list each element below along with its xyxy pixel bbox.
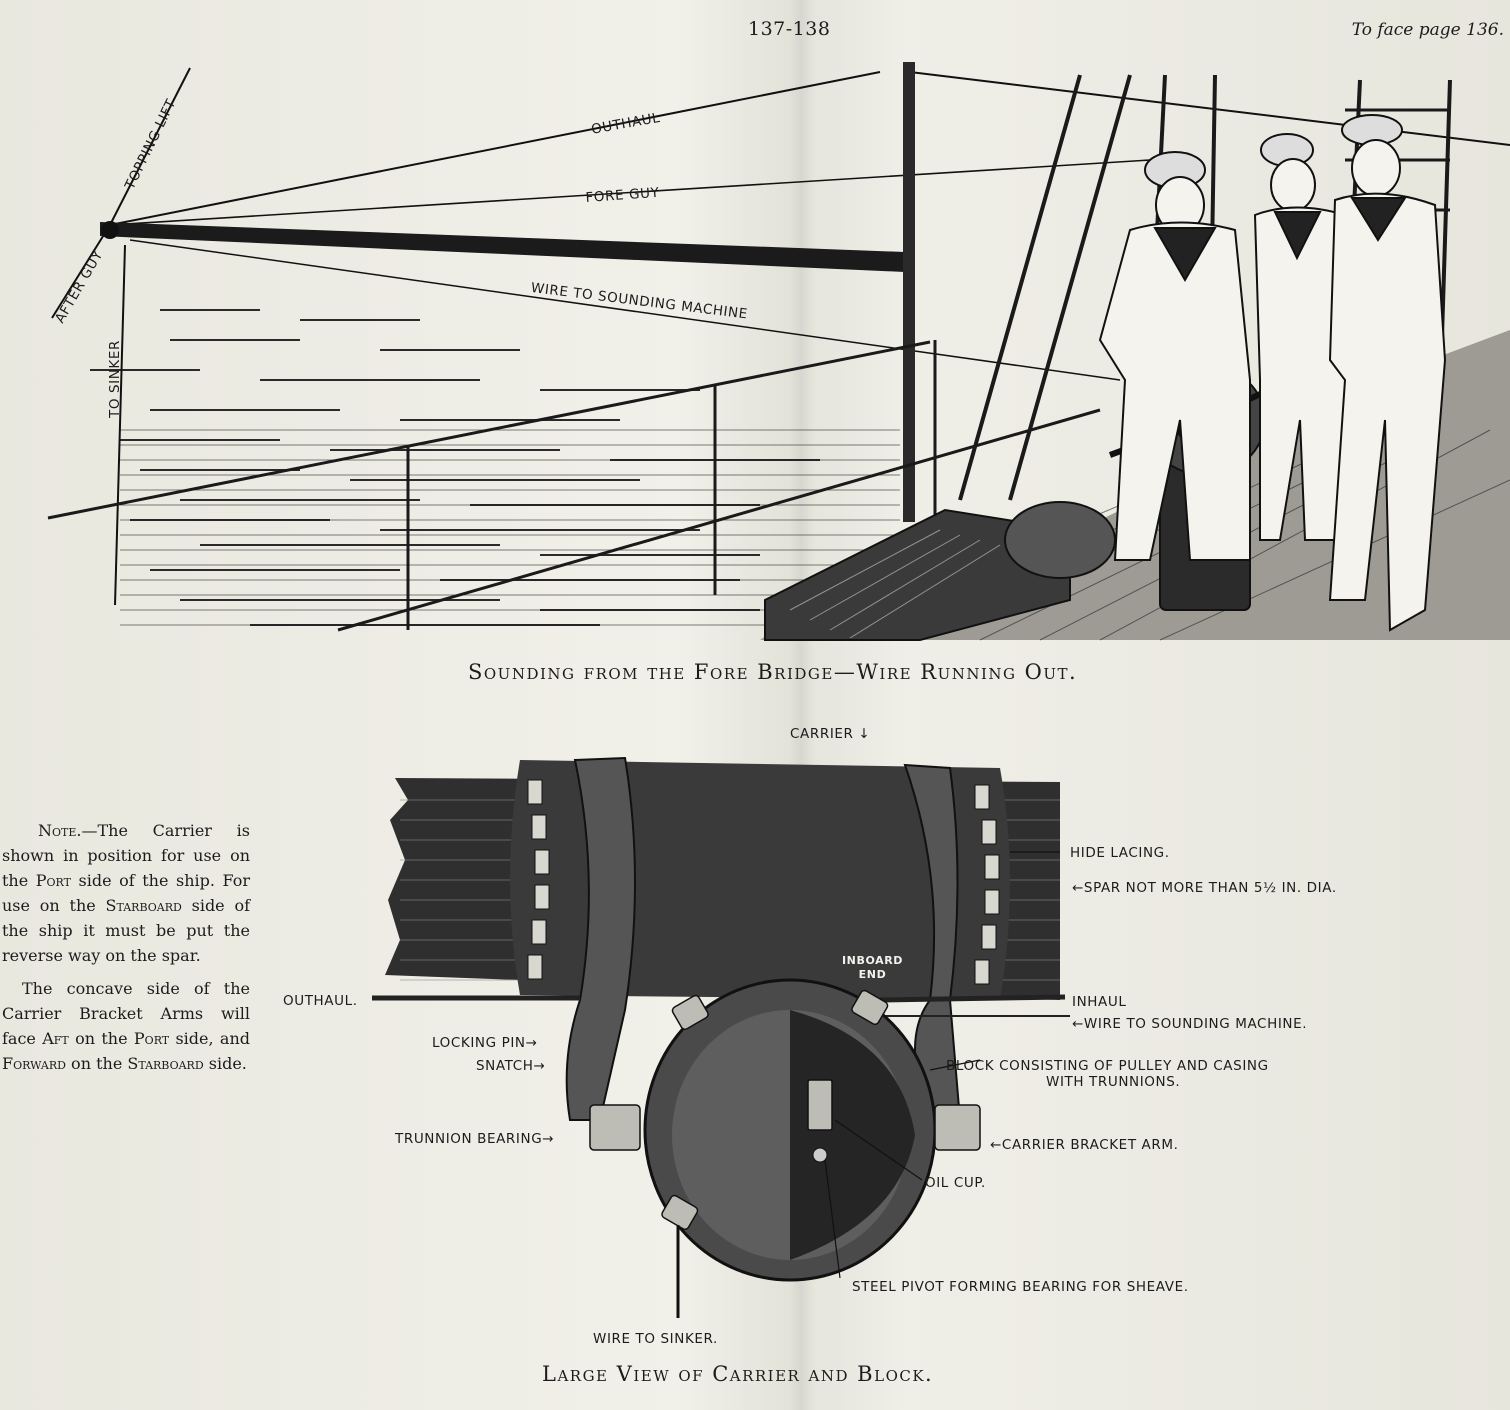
note-text: The concave side of the Carrier Bracket … xyxy=(2,979,250,1048)
sounding-machine-box xyxy=(764,508,1071,641)
note-text: side. xyxy=(203,1054,247,1073)
carrier-note: Note.—The Carrier is shown in position f… xyxy=(2,818,250,1084)
note-text: side, and xyxy=(169,1029,250,1048)
note-text: on the xyxy=(65,1054,128,1073)
label-trunnion-bearing: TRUNNION BEARING→ xyxy=(395,1131,555,1147)
sailor-right xyxy=(1328,114,1447,632)
note-starboard: Starboard xyxy=(105,896,182,915)
label-hide-lacing: HIDE LACING. xyxy=(1070,845,1170,861)
label-steel-pivot: STEEL PIVOT FORMING BEARING FOR SHEAVE. xyxy=(852,1279,1189,1295)
note-paragraph-2: The concave side of the Carrier Bracket … xyxy=(2,976,250,1076)
label-wire-to-sinker: WIRE TO SINKER. xyxy=(593,1331,718,1347)
note-lead: Note. xyxy=(38,821,82,840)
label-inhaul: INHAUL xyxy=(1072,994,1127,1010)
page-number: 137-138 xyxy=(748,18,831,40)
bridge-stanchion xyxy=(903,62,915,522)
label-snatch: SNATCH→ xyxy=(476,1058,546,1074)
label-spar-diameter: ←SPAR NOT MORE THAN 5½ IN. DIA. xyxy=(1072,880,1337,896)
sailor-middle xyxy=(1253,133,1352,541)
figure1-caption: Sounding from the Fore Bridge—Wire Runni… xyxy=(468,660,1078,684)
label-carrier-bracket-arm: ←CARRIER BRACKET ARM. xyxy=(990,1137,1179,1153)
figure2-caption: Large View of Carrier and Block. xyxy=(542,1362,934,1386)
label-oil-cup: OIL CUP. xyxy=(925,1175,986,1191)
note-text: on the xyxy=(68,1029,134,1048)
boom-rigging xyxy=(51,67,1510,606)
label-outhaul-fig2: OUTHAUL. xyxy=(283,993,358,1009)
note-aft: Aft xyxy=(42,1029,69,1048)
label-block-line1: BLOCK CONSISTING OF PULLEY AND CASING xyxy=(946,1058,1269,1074)
derrick-boom xyxy=(100,222,905,272)
note-text: side of the ship. For use on the xyxy=(2,871,250,915)
note-text: —The Carrier is shown in position for us… xyxy=(2,821,250,890)
note-forward: Forward xyxy=(2,1054,66,1073)
note-text: side of the ship it must be put the reve… xyxy=(2,896,251,965)
facing-page-note: To face page 136. xyxy=(1351,20,1504,40)
note-paragraph-1: Note.—The Carrier is shown in position f… xyxy=(2,818,250,968)
note-starboard: Starboard xyxy=(127,1054,204,1073)
label-wire-to-sounding-machine-fig2: ←WIRE TO SOUNDING MACHINE. xyxy=(1072,1016,1308,1032)
label-carrier: CARRIER ↓ xyxy=(790,726,871,742)
note-port: Port xyxy=(35,871,71,890)
label-locking-pin: LOCKING PIN→ xyxy=(432,1035,538,1051)
carrier-body xyxy=(510,760,1010,1000)
label-inboard-end: INBOARD END xyxy=(841,954,904,981)
label-block-line2: WITH TRUNNIONS. xyxy=(1046,1074,1181,1090)
note-port: Port xyxy=(133,1029,170,1048)
sailor-left xyxy=(1098,151,1251,561)
